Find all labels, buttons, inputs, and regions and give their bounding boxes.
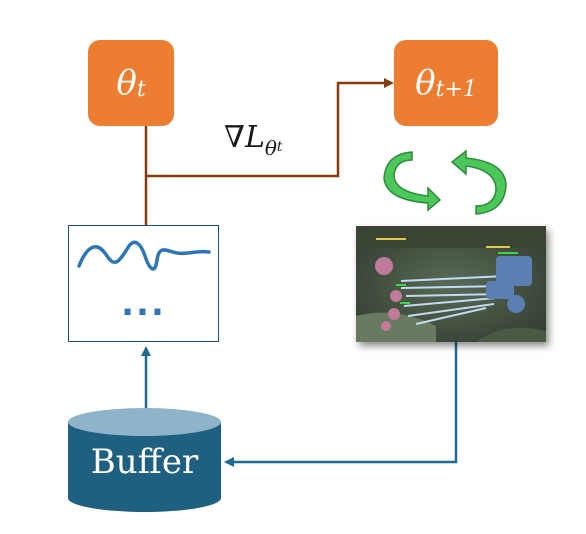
- model-ellipsis: ...: [121, 284, 166, 324]
- theta-t1-symbol: θ: [415, 63, 436, 103]
- theta-t-symbol: θ: [116, 63, 137, 103]
- game-to-buffer-arrow: [224, 342, 458, 467]
- buffer-label: Buffer: [90, 442, 199, 482]
- gradient-arrow: [144, 83, 392, 225]
- model-curve: [77, 240, 211, 271]
- gradient-label: ∇Lθt: [224, 120, 283, 160]
- loss-symbol: L: [244, 120, 265, 155]
- buffer-cylinder-icon: [68, 408, 221, 512]
- theta-t-subscript: t: [136, 76, 146, 102]
- loss-subsubscript: t: [276, 139, 283, 155]
- update-cycle-icon: [383, 149, 507, 215]
- game-screenshot-image: [356, 226, 546, 342]
- nabla-symbol: ∇: [224, 120, 245, 155]
- theta-t1-subscript: t+1: [435, 76, 477, 102]
- loss-subscript: θ: [264, 136, 277, 160]
- model-box: ...: [68, 225, 219, 342]
